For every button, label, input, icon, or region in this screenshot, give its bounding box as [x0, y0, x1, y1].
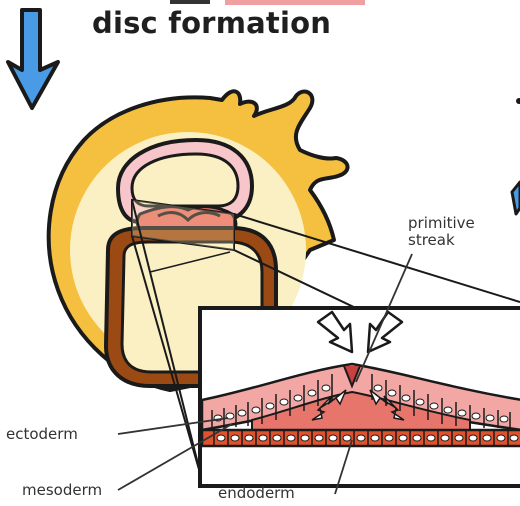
- diagram-title: disc formation: [92, 6, 352, 40]
- blue-down-arrow-icon: [8, 10, 58, 108]
- label-ectoderm: ectoderm: [6, 425, 78, 443]
- label-primitive-streak-line2: streak: [408, 231, 455, 249]
- label-mesoderm: mesoderm: [22, 481, 102, 499]
- label-endoderm: endoderm: [218, 484, 295, 502]
- blue-arrow-fragment-icon: [512, 182, 520, 214]
- zoom-inset-box: [200, 308, 520, 486]
- cut-off-heading-fragment: [170, 0, 365, 5]
- label-primitive-streak-line1: primitive: [408, 214, 475, 232]
